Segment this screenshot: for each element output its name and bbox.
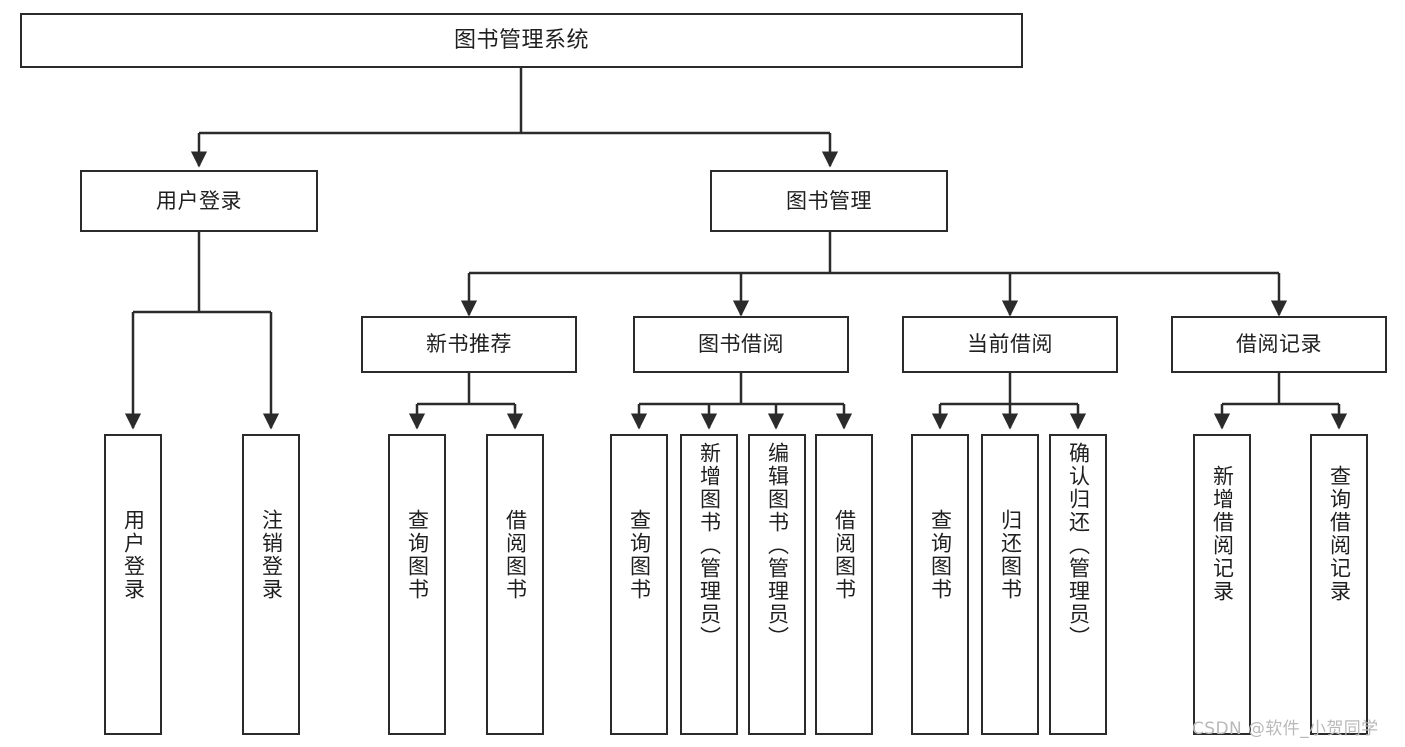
node-label: 当前借阅 [967, 332, 1053, 357]
edges-current-borrow [931, 373, 1087, 430]
node-new-book-recommendation[interactable]: 新书推荐 [361, 316, 577, 373]
node-book-borrowing[interactable]: 图书借阅 [633, 316, 849, 373]
node-leaf-borrow-book[interactable]: 借阅图书 [815, 434, 873, 735]
node-leaf-borrow-book-recommend[interactable]: 借阅图书 [486, 434, 544, 735]
node-label: 新增图书（管理员） [697, 442, 722, 649]
node-label: 查询图书 [405, 509, 430, 601]
node-leaf-query-borrow-record[interactable]: 查询借阅记录 [1310, 434, 1368, 735]
node-leaf-user-login[interactable]: 用户登录 [104, 434, 162, 735]
edges-user-login [124, 232, 280, 430]
node-label: 借阅图书 [503, 509, 528, 601]
node-leaf-confirm-return-admin[interactable]: 确认归还（管理员） [1049, 434, 1107, 735]
node-label: 新增借阅记录 [1210, 465, 1235, 603]
node-leaf-add-book-admin[interactable]: 新增图书（管理员） [680, 434, 738, 735]
edges-new-book [408, 373, 524, 430]
watermark-text: CSDN @软件_小贺同学 [1192, 719, 1379, 739]
node-borrowing-record[interactable]: 借阅记录 [1171, 316, 1387, 373]
edges-book-manage [460, 232, 1288, 317]
node-root-book-management-system[interactable]: 图书管理系统 [20, 13, 1023, 68]
node-leaf-add-borrow-record[interactable]: 新增借阅记录 [1193, 434, 1251, 735]
node-label: 用户登录 [121, 509, 146, 601]
node-label: 图书管理 [786, 188, 872, 213]
node-label: 图书管理系统 [453, 27, 589, 53]
edges-book-borrow [630, 373, 853, 430]
node-label: 归还图书 [998, 509, 1023, 601]
node-label: 编辑图书（管理员） [765, 442, 790, 649]
node-label: 确认归还（管理员） [1066, 442, 1091, 649]
node-label: 查询借阅记录 [1327, 465, 1352, 603]
node-label: 用户登录 [156, 188, 242, 213]
node-label: 查询图书 [627, 509, 652, 601]
edges-borrow-record [1213, 373, 1348, 430]
node-leaf-query-book-borrow[interactable]: 查询图书 [610, 434, 668, 735]
node-leaf-return-book[interactable]: 归还图书 [981, 434, 1039, 735]
edges-root [190, 68, 839, 168]
node-leaf-edit-book-admin[interactable]: 编辑图书（管理员） [748, 434, 806, 735]
node-label: 借阅图书 [832, 509, 857, 601]
node-book-management[interactable]: 图书管理 [710, 170, 948, 232]
node-label: 图书借阅 [698, 332, 784, 357]
node-current-borrowing[interactable]: 当前借阅 [902, 316, 1118, 373]
node-user-login[interactable]: 用户登录 [80, 170, 318, 232]
node-leaf-logout[interactable]: 注销登录 [242, 434, 300, 735]
node-label: 新书推荐 [426, 332, 512, 357]
node-leaf-query-book-recommend[interactable]: 查询图书 [388, 434, 446, 735]
node-label: 查询图书 [928, 509, 953, 601]
node-label: 注销登录 [259, 509, 284, 601]
node-label: 借阅记录 [1236, 332, 1322, 357]
node-leaf-query-book-current[interactable]: 查询图书 [911, 434, 969, 735]
